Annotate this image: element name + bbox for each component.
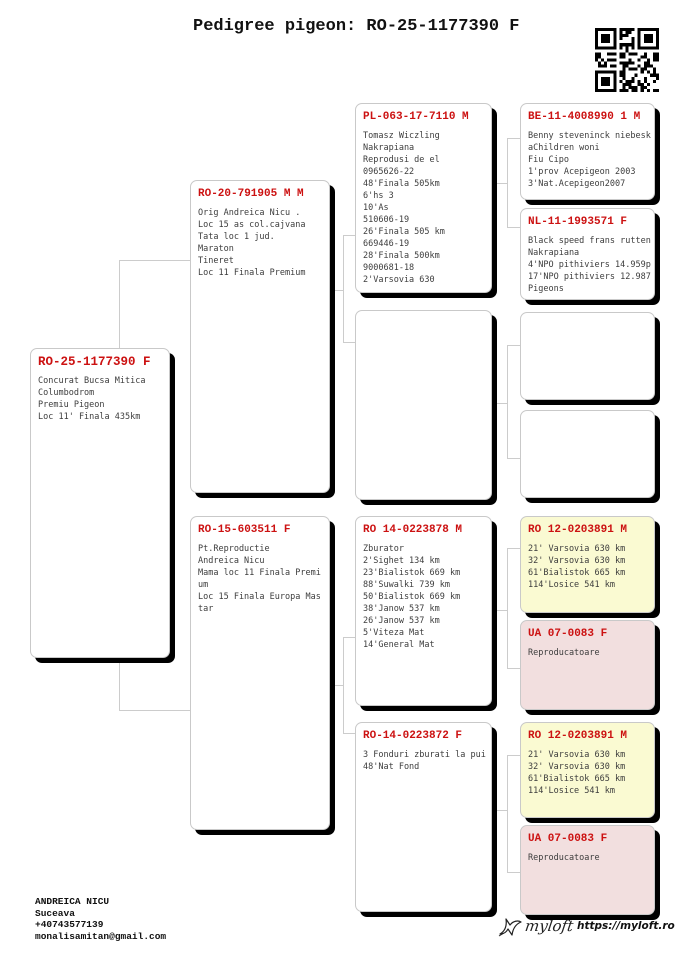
page-title: Pedigree pigeon: RO-25-1177390 F xyxy=(193,17,520,36)
connector-line xyxy=(343,637,355,638)
connector-line xyxy=(507,548,520,549)
connector-line xyxy=(333,685,343,686)
ring-number: UA 07-0083 F xyxy=(528,833,608,845)
connector-line xyxy=(343,342,355,343)
myloft-brand: myloft https://myloft.ro xyxy=(497,913,675,945)
box-details: Concurat Bucsa Mitica Columbodrom Premiu… xyxy=(38,376,146,422)
pedigree-box-sire-sire: PL-063-17-7110 M Tomasz Wiczling Nakrapi… xyxy=(355,103,492,293)
box-details: Black speed frans rutten Nakrapiana 4'NP… xyxy=(528,236,651,294)
pedigree-box-sire-dam-sire-empty xyxy=(520,312,655,400)
ring-number: BE-11-4008990 1 M xyxy=(528,111,641,123)
ring-number: PL-063-17-7110 M xyxy=(363,111,469,123)
myloft-logo-text: myloft xyxy=(523,917,575,935)
connector-line xyxy=(507,138,520,139)
connector-line xyxy=(507,668,520,669)
pedigree-box-dam-sire-sire: RO 12-0203891 M 21' Varsovia 630 km 32' … xyxy=(520,516,655,613)
connector-line xyxy=(343,235,344,343)
ring-number: UA 07-0083 F xyxy=(528,628,608,640)
box-details: Reproducatoare xyxy=(528,853,600,863)
ring-number: RO-25-1177390 F xyxy=(38,355,151,369)
ring-number: RO-15-603511 F xyxy=(198,524,291,536)
owner-email: monalisamitan@gmail.com xyxy=(35,930,167,942)
qr-code-icon xyxy=(595,28,659,92)
pedigree-box-sire: RO-20-791905 M M Orig Andreica Nicu . Lo… xyxy=(190,180,330,493)
ring-number: RO 12-0203891 M xyxy=(528,524,628,536)
connector-line xyxy=(507,345,508,459)
box-details: 21' Varsovia 630 km 32' Varsovia 630 km … xyxy=(528,544,626,590)
owner-phone: +40743577139 xyxy=(35,919,104,930)
box-details: 21' Varsovia 630 km 32' Varsovia 630 km … xyxy=(528,750,626,796)
ring-number: RO-20-791905 M M xyxy=(198,188,304,200)
connector-line xyxy=(119,710,191,711)
pedigree-box-dam-dam-sire: RO 12-0203891 M 21' Varsovia 630 km 32' … xyxy=(520,722,655,818)
connector-line xyxy=(343,637,344,734)
pedigree-box-sire-sire-dam: NL-11-1993571 F Black speed frans rutten… xyxy=(520,208,655,300)
pedigree-box-dam-dam: RO-14-0223872 F 3 Fonduri zburati la pui… xyxy=(355,722,492,912)
box-details: Reproducatoare xyxy=(528,648,600,658)
pedigree-box-dam-sire-dam: UA 07-0083 F Reproducatoare xyxy=(520,620,655,710)
box-details: Benny steveninck niebesk aChildren woni … xyxy=(528,131,651,189)
ring-number: RO-14-0223872 F xyxy=(363,730,463,742)
pedigree-box-sire-dam-empty xyxy=(355,310,492,500)
pedigree-box-dam-sire: RO 14-0223878 M Zburator 2'Sighet 134 km… xyxy=(355,516,492,706)
ring-number: NL-11-1993571 F xyxy=(528,216,628,228)
ring-number: RO 12-0203891 M xyxy=(528,730,628,742)
connector-line xyxy=(497,403,507,404)
box-details: 3 Fonduri zburati la pui 48'Nat Fond xyxy=(363,750,486,772)
owner-contact-block: ANDREICA NICU Suceava +40743577139 monal… xyxy=(35,896,166,942)
myloft-url: https://myloft.ro xyxy=(577,920,675,932)
bird-logo-icon xyxy=(498,918,522,937)
pedigree-box-sire-dam-dam-empty xyxy=(520,410,655,498)
connector-line xyxy=(507,755,520,756)
connector-line xyxy=(507,138,508,228)
pedigree-box-subject: RO-25-1177390 F Concurat Bucsa Mitica Co… xyxy=(30,348,170,658)
box-details: Tomasz Wiczling Nakrapiana Reprodusi de … xyxy=(363,131,445,285)
connector-line xyxy=(507,227,520,228)
box-details: Zburator 2'Sighet 134 km 23'Bialistok 66… xyxy=(363,544,461,650)
box-details: Orig Andreica Nicu . Loc 15 as col.cajva… xyxy=(198,208,306,278)
connector-line xyxy=(507,755,508,873)
box-details: Pt.Reproductie Andreica Nicu Mama loc 11… xyxy=(198,544,321,614)
owner-name: ANDREICA NICU xyxy=(35,896,110,907)
connector-line xyxy=(497,610,507,611)
owner-city: Suceava xyxy=(35,907,75,919)
connector-line xyxy=(507,458,520,459)
connector-line xyxy=(497,810,507,811)
connector-line xyxy=(343,733,355,734)
connector-line xyxy=(507,345,520,346)
connector-line xyxy=(343,235,355,236)
pedigree-box-dam: RO-15-603511 F Pt.Reproductie Andreica N… xyxy=(190,516,330,830)
ring-number: RO 14-0223878 M xyxy=(363,524,463,536)
connector-line xyxy=(497,183,507,184)
pedigree-box-sire-sire-sire: BE-11-4008990 1 M Benny steveninck niebe… xyxy=(520,103,655,200)
connector-line xyxy=(119,260,191,261)
connector-line xyxy=(507,872,520,873)
pedigree-box-dam-dam-dam: UA 07-0083 F Reproducatoare xyxy=(520,825,655,915)
connector-line xyxy=(333,290,343,291)
connector-line xyxy=(507,548,508,669)
